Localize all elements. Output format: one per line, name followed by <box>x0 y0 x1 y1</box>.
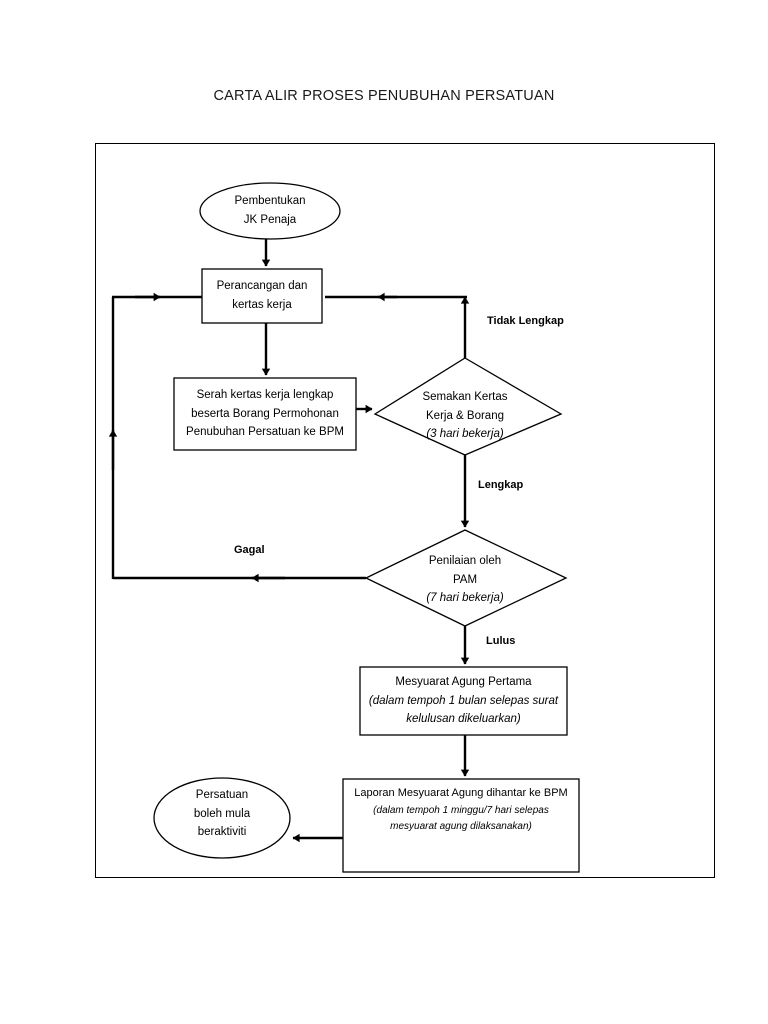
edge-label-lulus: Lulus <box>486 635 516 647</box>
edge-label-gagal: Gagal <box>234 544 265 556</box>
page-title: CARTA ALIR PROSES PENUBUHAN PERSATUAN <box>213 88 555 104</box>
edge-label-tidak-lengkap: Tidak Lengkap <box>487 315 564 327</box>
edge-label-lengkap: Lengkap <box>478 479 524 491</box>
diagram-frame <box>95 143 715 878</box>
